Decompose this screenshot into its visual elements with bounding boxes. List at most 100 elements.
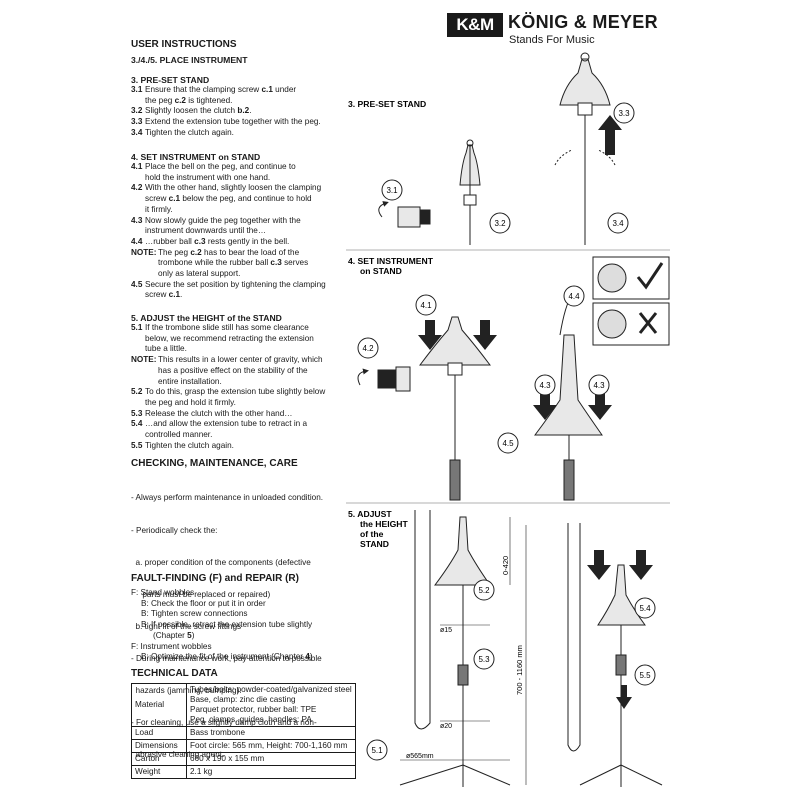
svg-text:5.3: 5.3 — [478, 655, 490, 664]
fault-line: B: Check the floor or put it in order — [141, 598, 266, 608]
arrow-down-icon — [588, 390, 612, 420]
figure-label-adjust: the HEIGHT — [360, 519, 408, 529]
section-setinst-heading: 4. SET INSTRUMENT on STAND — [131, 152, 261, 162]
step-text: screw — [145, 194, 169, 204]
note-text: only as lateral support. — [158, 269, 241, 279]
step-text: Tighten the clutch again. — [145, 127, 234, 137]
arrow-down-icon — [587, 550, 611, 580]
callout-3.1: 3.1 — [381, 179, 403, 201]
step-text: tube a little. — [145, 344, 187, 354]
step-text: Secure the set position by tightening th… — [145, 279, 326, 289]
table-value-line: Base, clamp: zinc die casting — [190, 695, 296, 704]
part-ref: c.1 — [168, 194, 181, 204]
check-panel — [592, 256, 670, 346]
care-line: - Periodically check the: — [131, 525, 218, 535]
setinst-stand-left — [418, 316, 492, 501]
dim-bell-range: 0-420 — [501, 556, 510, 575]
figure-label-preset: 3. PRE-SET STAND — [348, 99, 426, 109]
fault-line: B: If possible, retract the extension tu… — [141, 620, 313, 630]
callout-3.2: 3.2 — [489, 212, 511, 234]
fault-line: B: Optimize the fit of the instrument (C… — [141, 652, 306, 662]
svg-text:3.4: 3.4 — [612, 219, 624, 228]
step-text: is tightened. — [185, 95, 233, 105]
care-line: - Always perform maintenance in unloaded… — [131, 493, 324, 503]
part-ref: c.2 — [190, 247, 202, 257]
note-text: has to bear the load of the — [201, 247, 300, 257]
document-title: USER INSTRUCTIONS — [131, 39, 237, 50]
figure-label-adjust: 5. ADJUST — [348, 509, 392, 519]
part-ref: c.1 — [261, 85, 273, 94]
step-text: Place the bell on the peg, and continue … — [145, 162, 296, 171]
table-key: Weight — [131, 765, 187, 779]
table-value: Foot circle: 565 mm, Height: 700-1,160 m… — [186, 739, 356, 753]
figure-label-adjust: of the — [360, 529, 384, 539]
part-ref: b.2 — [237, 106, 250, 116]
step-label: 5.2 — [131, 387, 143, 397]
fault-line: F: Instrument wobbles — [131, 641, 212, 651]
figure-label-setinst: on STAND — [360, 266, 402, 276]
callout-3.3: 3.3 — [613, 102, 635, 124]
step-text: Extend the extension tube together with … — [145, 117, 321, 127]
knob-detail — [378, 201, 431, 228]
step-text: With the other hand, slightly loosen the… — [145, 183, 322, 193]
step-label: 4.4 — [131, 236, 143, 246]
callout-5.3: 5.3 — [473, 648, 495, 670]
svg-text:4.3: 4.3 — [539, 381, 551, 390]
dim-height-range: 700 - 1160 mm — [515, 645, 524, 695]
svg-text:4.5: 4.5 — [502, 439, 514, 448]
step-text: rests gently in the bell. — [205, 236, 290, 246]
fault-line: ) — [309, 652, 313, 662]
brand-tagline: Stands For Music — [509, 34, 595, 46]
fault-line: B: Tighten screw connections — [141, 609, 248, 619]
svg-text:4.3: 4.3 — [593, 381, 605, 390]
adjust-stand-right — [567, 523, 663, 787]
table-value: 660 x 190 x 155 mm — [186, 752, 356, 766]
svg-text:5.5: 5.5 — [639, 671, 651, 680]
note-text: serves — [281, 258, 309, 268]
step-text: To do this, grasp the extension tube sli… — [145, 387, 326, 397]
step-text: the peg — [145, 95, 175, 105]
table-value: Tubes/bolts: powder-coated/galvanized st… — [186, 683, 356, 727]
callout-4.2: 4.2 — [357, 337, 379, 359]
dim-foot-circle: ø565mm — [406, 753, 434, 760]
step-label: 3.2 — [131, 106, 143, 116]
note-text: This results in a lower center of gravit… — [158, 355, 323, 365]
chapter-ref: 5 — [187, 630, 192, 640]
brand-name: KÖNIG & MEYER — [508, 12, 658, 32]
step-text: Slightly loosen the clutch — [145, 106, 238, 116]
callout-5.2: 5.2 — [473, 579, 495, 601]
callout-5.5: 5.5 — [634, 664, 656, 686]
chapter-ref: 4 — [305, 652, 310, 662]
step-label: 3.1 — [131, 85, 143, 94]
part-ref: c.1 — [168, 290, 181, 300]
care-line: parts must be replaced or repaired) — [131, 589, 271, 599]
step-text: Now slowly guide the peg together with t… — [145, 215, 301, 225]
step-text: Ensure that the clamping screw — [145, 85, 262, 94]
step-label: 4.2 — [131, 183, 143, 193]
step-text: If the trombone slide still has some cle… — [145, 323, 309, 332]
tech-table: Material Tubes/bolts: powder-coated/galv… — [131, 683, 356, 779]
care-line: a. proper condition of the components (d… — [131, 557, 311, 567]
svg-text:5.4: 5.4 — [639, 604, 651, 613]
step-text: instrument downwards until the… — [145, 226, 267, 236]
part-ref: c.3 — [270, 258, 282, 268]
dim-tube-diameter: ø20 — [440, 723, 452, 730]
callout-5.4: 5.4 — [634, 597, 656, 619]
step-text: controlled manner. — [145, 430, 213, 440]
callout-5.1: 5.1 — [366, 739, 388, 761]
section-preset-heading: 3. PRE-SET STAND — [131, 75, 210, 85]
svg-text:4.1: 4.1 — [420, 301, 432, 310]
svg-text:4.2: 4.2 — [362, 344, 374, 353]
preset-stand-small — [459, 139, 481, 245]
figure-label-adjust: STAND — [360, 539, 389, 549]
table-row: Carton 660 x 190 x 155 mm — [131, 752, 356, 766]
arrow-down-icon — [616, 685, 632, 709]
callout-4.4: 4.4 — [563, 285, 585, 307]
adjust-stand-left — [399, 510, 511, 787]
step-label: 3.3 — [131, 117, 143, 127]
figure-label-setinst: 4. SET INSTRUMENT — [348, 256, 434, 266]
step-text: under — [272, 85, 297, 94]
step-label: 4.5 — [131, 279, 143, 289]
